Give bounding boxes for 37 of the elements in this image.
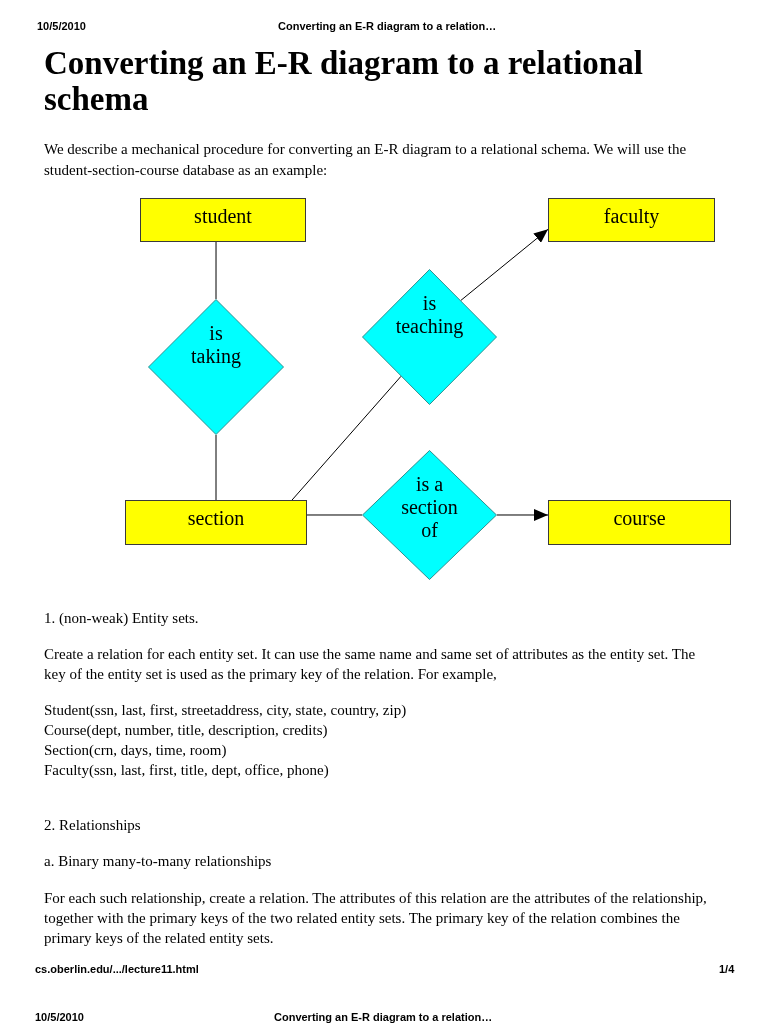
relationship-name: is a section of [400,473,459,542]
header-title: Converting an E-R diagram to a relation… [274,1011,493,1023]
entity-box [125,500,307,545]
connector-line [306,514,363,516]
arrow [460,228,549,301]
relationship-diamond [362,269,497,405]
subsection-heading: a. Binary many-to-many relationships [44,852,272,871]
entity-name: section [187,507,245,530]
header-date: 10/5/2010 [37,19,86,33]
entity-name: faculty [603,205,660,228]
paragraph: For each such relationship, create a relation. The attributes of this relation are the attributes of the relationship, together with the primary keys of the two related entity sets. The primary key of the relation combines the primary keys of the related entity sets. [44,889,708,948]
relation-schema: Course(dept, number, title, description, credits) [44,721,328,740]
paragraph: Create a relation for each entity set. It can use the same name and same set of attributes as the entity set. The key of the entity set is used as the primary key of the relation. For example, [44,645,697,684]
relation-schema: Section(crn, days, time, room) [44,741,227,760]
connector-line [215,241,217,300]
relation-schema: Faculty(ssn, last, first, title, dept, office, phone) [44,761,329,780]
section-heading: 2. Relationships [44,816,141,835]
connector-line [291,375,402,501]
entity-name: course [613,507,666,530]
section-heading: 1. (non-weak) Entity sets. [44,609,199,628]
relationship-name: is teaching [394,292,465,338]
intro-paragraph: We describe a mechanical procedure for converting an E-R diagram to a relational schema. We will use the student-section-course database as an example: [44,140,688,180]
arrow [496,509,549,521]
page-title: Converting an E-R diagram to a relational schema [44,45,644,117]
footer-url: cs.oberlin.edu/.../lecture11.html [35,962,199,976]
page-number: 1/4 [719,962,735,976]
relationship-diamond [362,450,497,580]
header-date: 10/5/2010 [35,1011,84,1023]
connector-line [215,434,217,501]
header-title: Converting an E-R diagram to a relation… [278,19,497,33]
entity-name: student [194,205,252,228]
entity-box [140,198,306,242]
relationship-name: is taking [190,322,242,368]
entity-box [548,500,731,545]
relation-schema: Student(ssn, last, first, streetaddress, city, state, country, zip) [44,701,407,720]
relationship-diamond [148,299,284,435]
entity-box [548,198,715,242]
